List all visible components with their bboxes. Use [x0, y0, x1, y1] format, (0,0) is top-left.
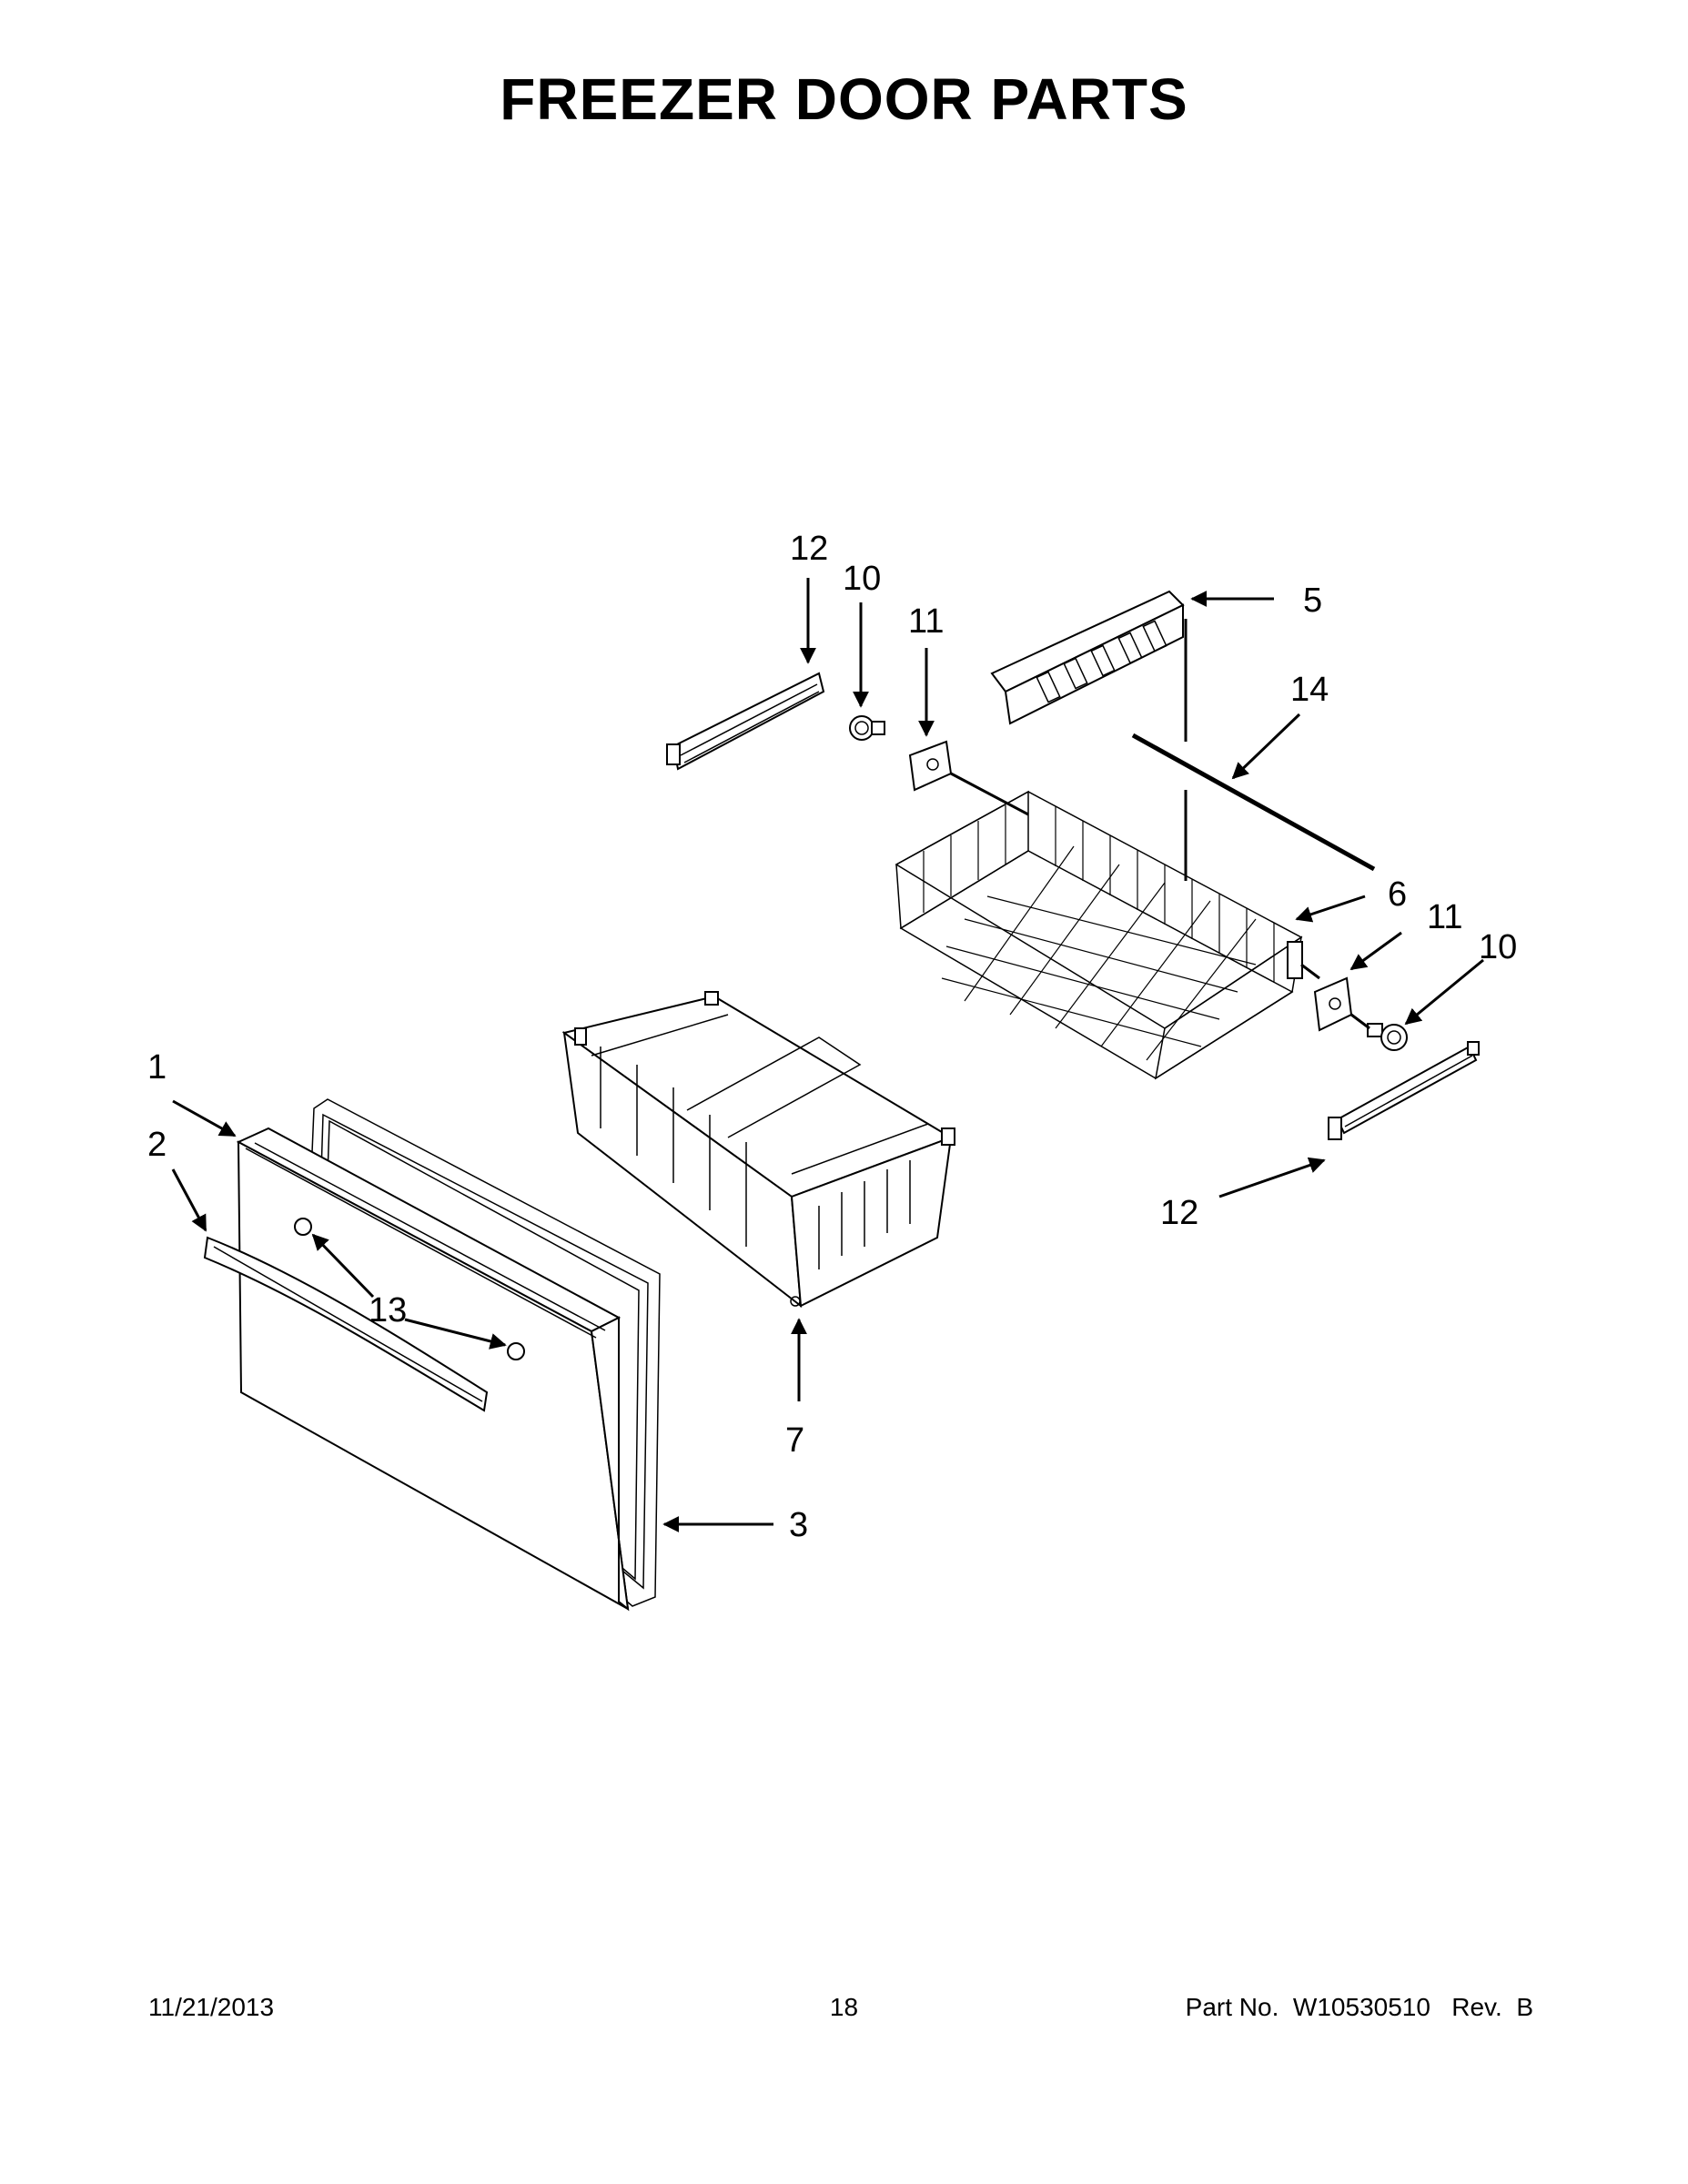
leader-11b — [1349, 931, 1402, 971]
leader-6 — [1295, 895, 1366, 923]
callout-1: 1 — [147, 1048, 167, 1087]
callout-10b: 10 — [1479, 928, 1517, 966]
callout-10a: 10 — [843, 560, 881, 598]
leader-12b — [1218, 1157, 1326, 1198]
wire-basket-part — [895, 790, 1303, 1080]
divider-part — [990, 590, 1185, 725]
callout-14: 14 — [1290, 671, 1329, 709]
bracket-top-part — [908, 740, 953, 792]
leader-2 — [171, 1168, 207, 1232]
callout-2: 2 — [147, 1126, 167, 1164]
callout-6: 6 — [1388, 875, 1407, 914]
part-number-text: Part No. W10530510 Rev. B — [1185, 1993, 1533, 2021]
plastic-bin-part — [561, 991, 955, 1309]
rod-part — [1131, 733, 1376, 872]
door-handle-part — [203, 1236, 489, 1412]
assembly-line-11a — [950, 772, 1029, 816]
leader-10b — [1404, 958, 1484, 1026]
leader-1 — [172, 1099, 237, 1138]
callout-13: 13 — [369, 1291, 407, 1330]
assembly-line-10b — [1350, 1013, 1370, 1030]
bracket-right-part — [1313, 976, 1353, 1032]
leader-13b — [404, 1318, 507, 1350]
leader-13a — [311, 1233, 375, 1299]
rail-right-part — [1328, 1041, 1480, 1140]
rail-top-part — [666, 672, 825, 771]
callout-11b: 11 — [1427, 898, 1462, 936]
assembly-line-11b — [1300, 963, 1320, 980]
footer-page-number: 18 — [829, 1993, 859, 2021]
callout-12b: 12 — [1160, 1194, 1198, 1232]
callout-11a: 11 — [908, 602, 944, 641]
footer-part-number: Part No. W10530510 Rev. B — [1186, 1993, 1533, 2022]
callout-5: 5 — [1303, 581, 1322, 620]
leader-14 — [1231, 713, 1301, 780]
footer-date: 11/21/2013 — [148, 1993, 275, 2021]
page-title: FREEZER DOOR PARTS — [500, 66, 1188, 132]
callout-3: 3 — [789, 1506, 808, 1544]
callout-7: 7 — [785, 1421, 804, 1460]
gear-right-part — [1367, 1023, 1408, 1051]
screw-parts — [294, 1218, 525, 1360]
callout-12a: 12 — [790, 530, 828, 568]
gear-top-part — [849, 715, 885, 741]
